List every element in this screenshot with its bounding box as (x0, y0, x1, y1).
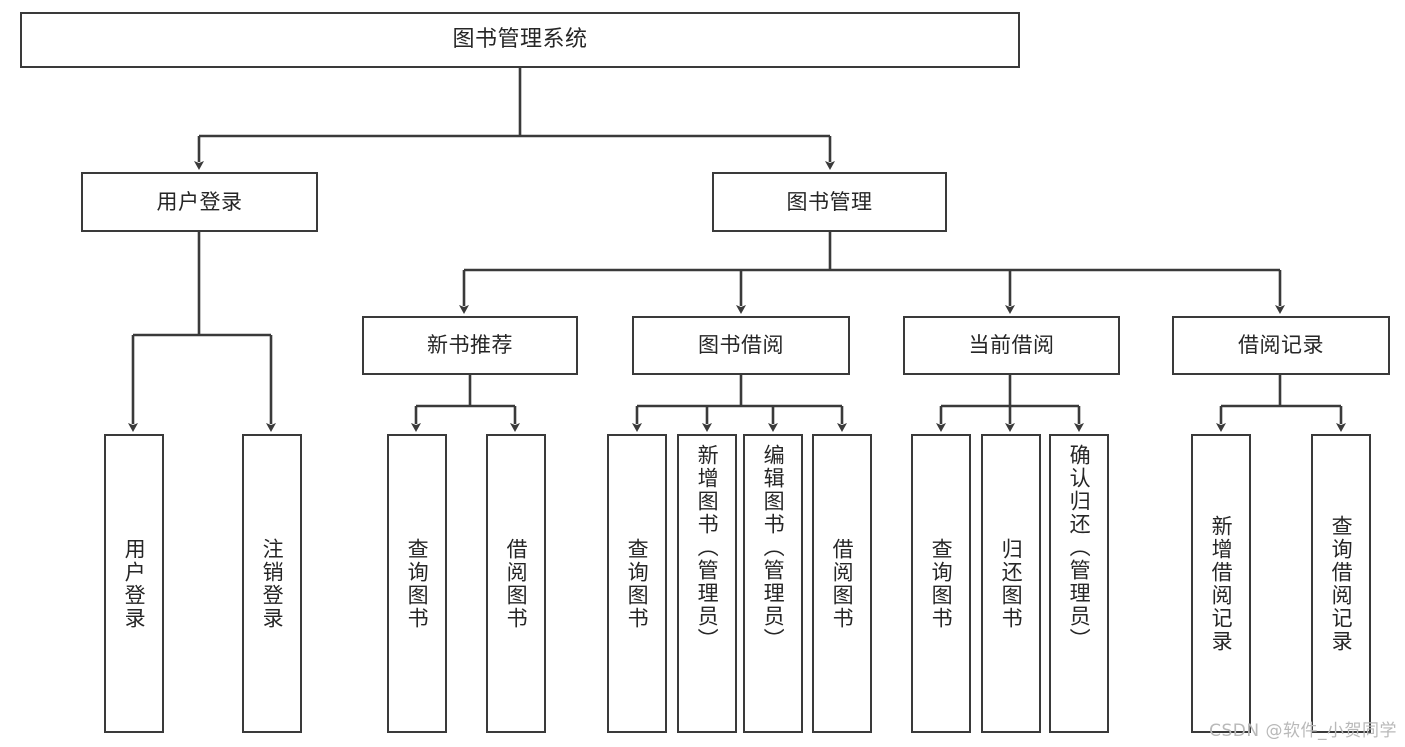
node-label: 借阅图书 (830, 537, 855, 630)
leaf-borrow-record-add-record[interactable]: 新增借阅记录 (1191, 434, 1251, 733)
node-label: 归还图书 (999, 537, 1024, 630)
leaf-current-borrow-return-book[interactable]: 归还图书 (981, 434, 1041, 733)
node-book-management[interactable]: 图书管理 (712, 172, 947, 232)
leaf-user-login-logout[interactable]: 注销登录 (242, 434, 302, 733)
leaf-current-borrow-query-book[interactable]: 查询图书 (911, 434, 971, 733)
node-label: 图书管理 (786, 189, 873, 214)
leaf-borrow-record-query-record[interactable]: 查询借阅记录 (1311, 434, 1371, 733)
node-label: 新增借阅记录 (1209, 514, 1234, 653)
node-label: 确认归还（管理员） (1067, 444, 1092, 651)
node-label: 查询图书 (625, 537, 650, 630)
node-label: 编辑图书（管理员） (761, 444, 786, 651)
node-label: 当前借阅 (968, 333, 1055, 358)
node-new-book-recommend[interactable]: 新书推荐 (362, 316, 578, 375)
node-label: 查询图书 (929, 537, 954, 630)
node-label: 注销登录 (260, 537, 285, 630)
node-label: 查询借阅记录 (1329, 514, 1354, 653)
leaf-new-book-query-book[interactable]: 查询图书 (387, 434, 447, 733)
leaf-new-book-borrow-book[interactable]: 借阅图书 (486, 434, 546, 733)
node-label: 图书管理系统 (452, 27, 588, 53)
node-current-borrow[interactable]: 当前借阅 (903, 316, 1120, 375)
node-label: 用户登录 (156, 189, 243, 214)
node-user-login[interactable]: 用户登录 (81, 172, 318, 232)
node-borrow-record[interactable]: 借阅记录 (1172, 316, 1390, 375)
node-label: 借阅记录 (1238, 333, 1324, 358)
node-root-system[interactable]: 图书管理系统 (20, 12, 1020, 68)
node-label: 新增图书（管理员） (695, 444, 720, 651)
leaf-book-borrow-edit-book[interactable]: 编辑图书（管理员） (743, 434, 803, 733)
leaf-book-borrow-borrow-book[interactable]: 借阅图书 (812, 434, 872, 733)
node-label: 查询图书 (405, 537, 430, 630)
node-label: 借阅图书 (504, 537, 529, 630)
node-book-borrow[interactable]: 图书借阅 (632, 316, 850, 375)
node-label: 图书借阅 (698, 333, 784, 358)
leaf-user-login-login[interactable]: 用户登录 (104, 434, 164, 733)
node-label: 用户登录 (122, 537, 147, 630)
leaf-current-borrow-confirm-return[interactable]: 确认归还（管理员） (1049, 434, 1109, 733)
leaf-book-borrow-query-book[interactable]: 查询图书 (607, 434, 667, 733)
node-label: 新书推荐 (427, 333, 513, 358)
leaf-book-borrow-add-book[interactable]: 新增图书（管理员） (677, 434, 737, 733)
